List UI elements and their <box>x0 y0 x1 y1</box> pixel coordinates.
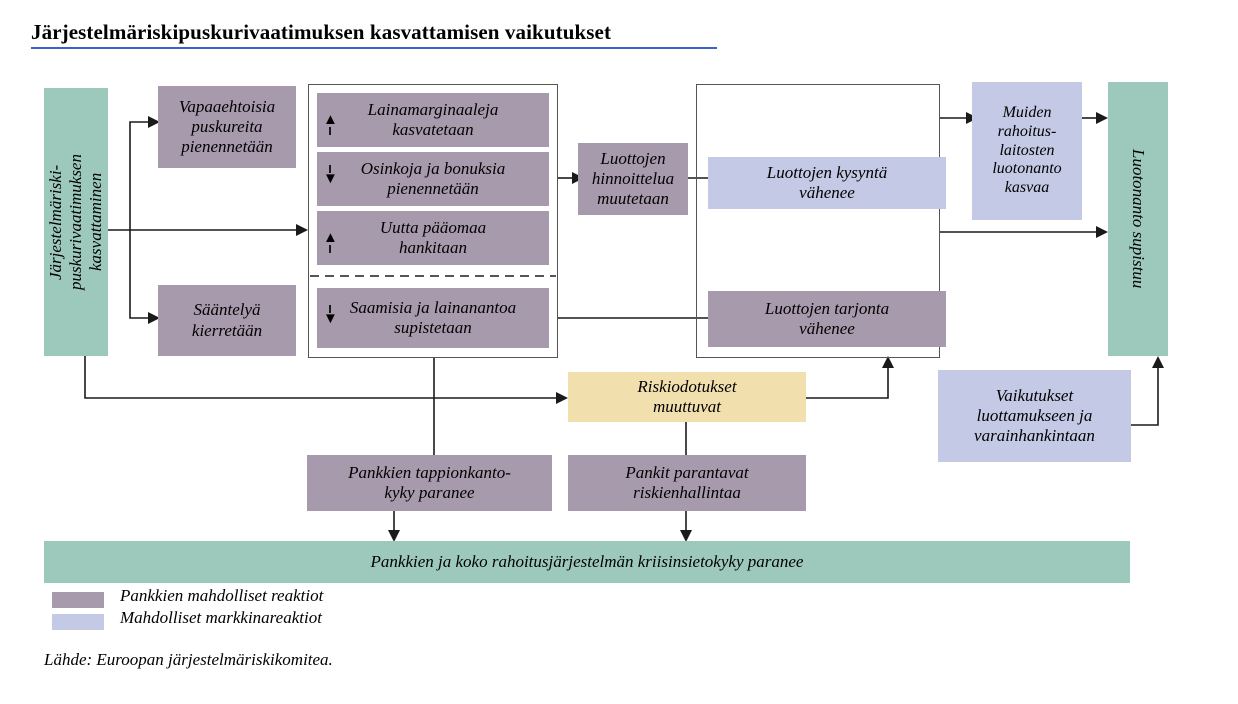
title-underline <box>31 47 717 49</box>
up-arrow-icon-loan-margins: ▲ <box>323 112 338 135</box>
node-credit-demand-label: Luottojen kysyntä vähenee <box>766 162 888 202</box>
node-dividends-bonuses[interactable]: Osinkoja ja bonuksia pienennetään <box>317 152 549 206</box>
node-voluntary-buffers-label: Vapaaehtoisia puskureita pienennetään <box>178 96 276 157</box>
node-lending-contracts-label: Luotonanto supistuu <box>1129 149 1149 289</box>
down-arrow-icon-receivables-lending: ▼ <box>323 305 338 328</box>
node-regulation-circumvention[interactable]: Sääntelyä kierretään <box>158 285 296 356</box>
legend-swatch-market-reactions <box>52 614 104 630</box>
node-loan-margins[interactable]: Lainamarginaaleja kasvatetaan <box>317 93 549 147</box>
node-credit-demand[interactable]: Luottojen kysyntä vähenee <box>708 157 946 209</box>
node-risk-management-label: Pankit parantavat riskienhallintaa <box>625 462 749 502</box>
node-lending-contracts[interactable]: Luotonanto supistuu <box>1108 82 1168 356</box>
source-note: Lähde: Euroopan järjestelmäriskikomitea. <box>44 650 333 669</box>
node-new-capital-label: Uutta pääomaa hankitaan <box>379 217 487 257</box>
node-risk-management[interactable]: Pankit parantavat riskienhallintaa <box>568 455 806 511</box>
node-receivables-lending-label: Saamisia ja lainanantoa supistetaan <box>349 297 517 337</box>
node-regulation-circumvention-label: Sääntelyä kierretään <box>191 300 263 340</box>
node-resilience-bar[interactable]: Pankkien ja koko rahoitusjärjestelmän kr… <box>44 541 1130 583</box>
node-confidence-funding[interactable]: Vaikutukset luottamukseen ja varainhanki… <box>938 370 1131 462</box>
up-arrow-icon-new-capital: ▲ <box>323 230 338 253</box>
node-other-institutions[interactable]: Muiden rahoitus- laitosten luotonanto ka… <box>972 82 1082 220</box>
bank-reactions-cluster <box>308 84 558 358</box>
node-loan-pricing-label: Luottojen hinnoittelua muutetaan <box>591 148 675 209</box>
node-loan-margins-label: Lainamarginaaleja kasvatetaan <box>367 99 499 139</box>
down-arrow-icon-dividends-bonuses: ▼ <box>323 165 338 188</box>
node-loss-absorption-label: Pankkien tappionkanto- kyky paranee <box>348 462 511 502</box>
legend-swatch-bank-reactions <box>52 592 104 608</box>
node-risk-expectations-label: Riskiodotukset muuttuvat <box>637 376 737 416</box>
node-loan-pricing[interactable]: Luottojen hinnoittelua muutetaan <box>578 143 688 215</box>
node-resilience-bar-label: Pankkien ja koko rahoitusjärjestelmän kr… <box>370 551 804 571</box>
node-other-institutions-label: Muiden rahoitus- laitosten luotonanto ka… <box>992 103 1062 197</box>
node-new-capital[interactable]: Uutta pääomaa hankitaan <box>317 211 549 265</box>
market-reactions-frame <box>696 84 940 358</box>
legend-label-bank-reactions: Pankkien mahdolliset reaktiot <box>120 586 324 605</box>
page-title: Järjestelmäriskipuskurivaatimuksen kasva… <box>31 20 612 44</box>
node-credit-supply[interactable]: Luottojen tarjonta vähenee <box>708 291 946 347</box>
node-loss-absorption[interactable]: Pankkien tappionkanto- kyky paranee <box>307 455 552 511</box>
node-voluntary-buffers[interactable]: Vapaaehtoisia puskureita pienennetään <box>158 86 296 168</box>
node-confidence-funding-label: Vaikutukset luottamukseen ja varainhanki… <box>974 385 1095 446</box>
node-dividends-bonuses-label: Osinkoja ja bonuksia pienennetään <box>360 158 506 198</box>
legend-label-market-reactions: Mahdolliset markkinareaktiot <box>120 608 322 627</box>
node-risk-expectations[interactable]: Riskiodotukset muuttuvat <box>568 372 806 422</box>
node-receivables-lending[interactable]: Saamisia ja lainanantoa supistetaan <box>317 288 549 348</box>
node-credit-supply-label: Luottojen tarjonta vähenee <box>764 298 890 338</box>
